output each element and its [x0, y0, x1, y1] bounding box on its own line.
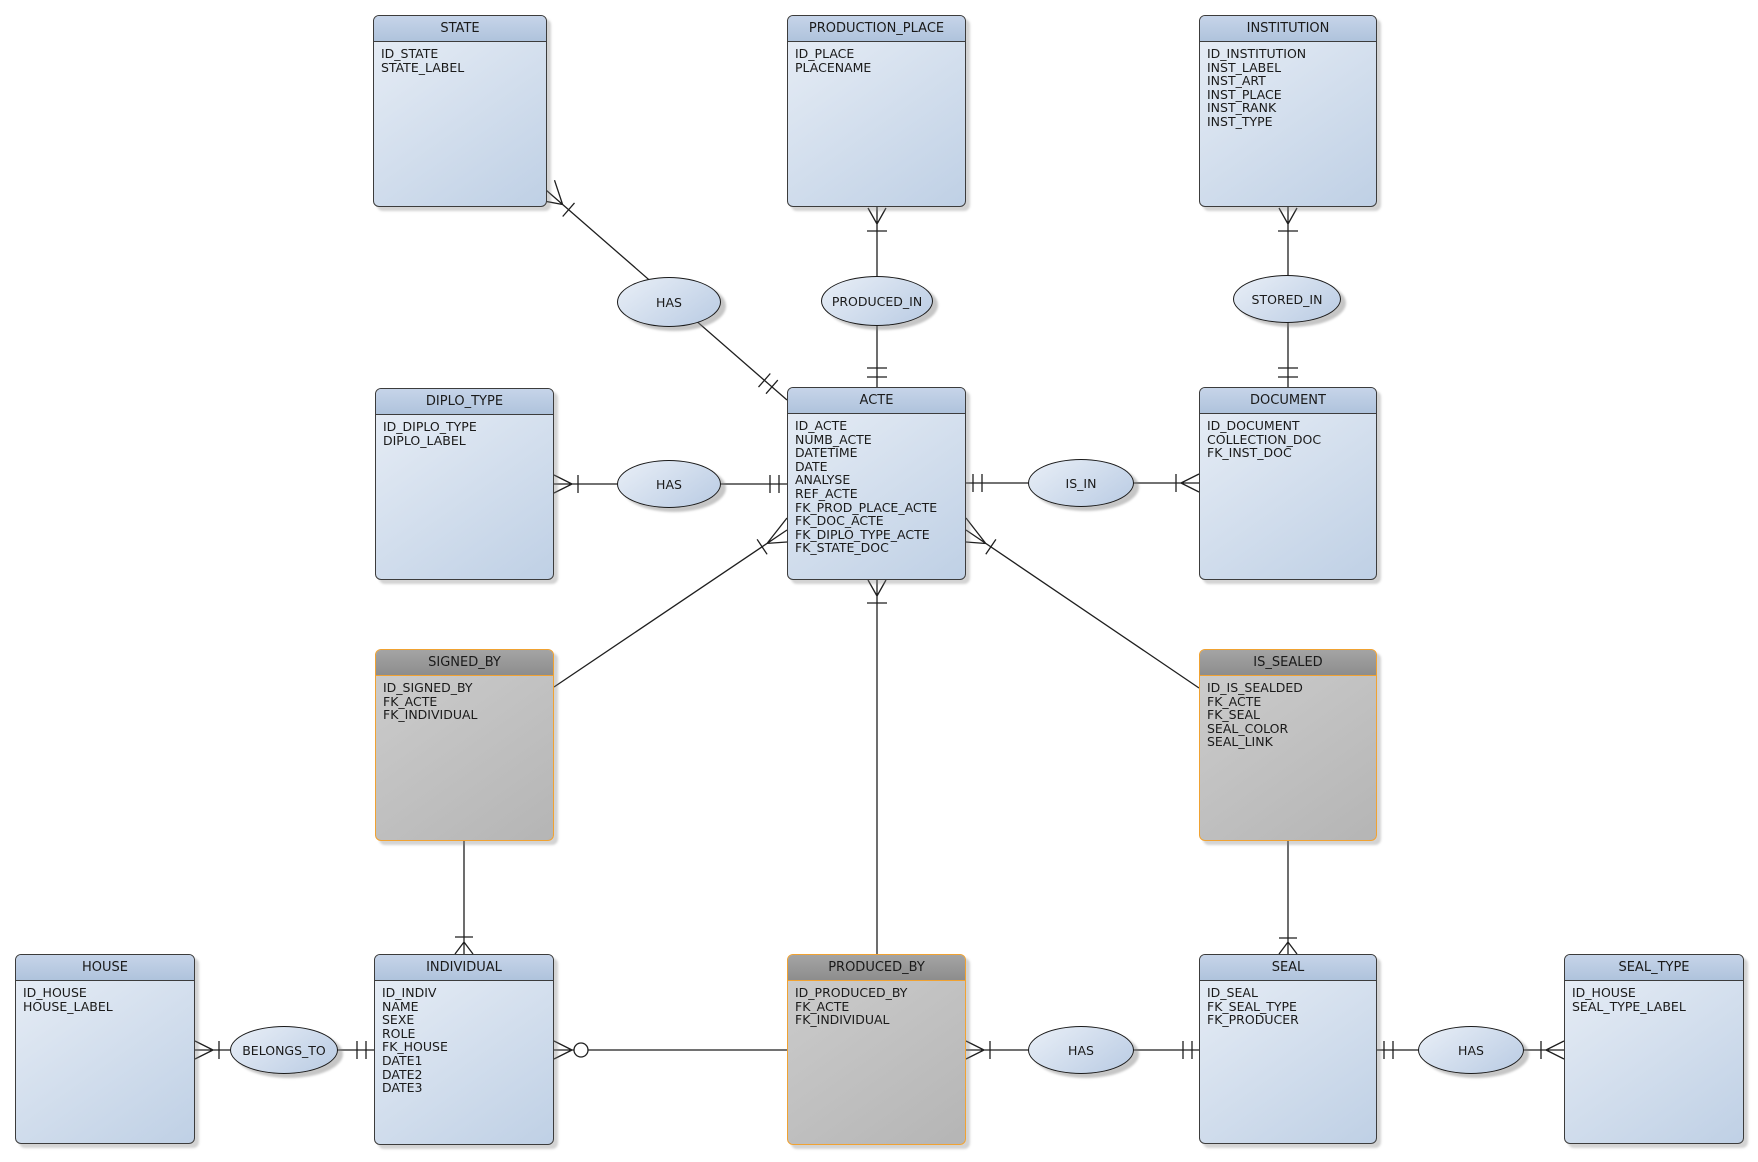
entity-individual-title: INDIVIDUAL	[375, 955, 553, 981]
relationship-label: HAS	[1458, 1042, 1484, 1058]
entity-seal-type[interactable]: SEAL_TYPE ID_HOUSE SEAL_TYPE_LABEL	[1564, 954, 1744, 1144]
entity-institution-title: INSTITUTION	[1200, 16, 1376, 42]
relationship-label: PRODUCED_IN	[831, 293, 923, 309]
relationship-stored-in[interactable]: STORED_IN	[1233, 275, 1341, 323]
connector-acte-signedby[interactable]	[553, 517, 788, 688]
relationship-has-seal-sealtype[interactable]: HAS	[1418, 1026, 1524, 1074]
optional-circle-individual	[573, 1042, 589, 1058]
relationship-label: HAS	[1068, 1042, 1094, 1058]
entity-diplo-type-title: DIPLO_TYPE	[376, 389, 553, 415]
entity-document-fields: ID_DOCUMENT COLLECTION_DOC FK_INST_DOC	[1207, 418, 1322, 461]
entity-seal-fields: ID_SEAL FK_SEAL_TYPE FK_PRODUCER	[1207, 985, 1299, 1028]
connector-issealed-seal[interactable]	[1278, 841, 1298, 955]
entity-acte-title: ACTE	[788, 388, 965, 414]
entity-diplo-type-fields: ID_DIPLO_TYPE DIPLO_LABEL	[383, 419, 477, 448]
entity-seal-type-title: SEAL_TYPE	[1565, 955, 1743, 981]
relationship-label: STORED_IN	[1251, 291, 1323, 307]
entity-house[interactable]: HOUSE ID_HOUSE HOUSE_LABEL	[15, 954, 195, 1144]
entity-production-place-fields: ID_PLACE PLACENAME	[795, 46, 872, 75]
entity-document-title: DOCUMENT	[1200, 388, 1376, 414]
relationship-has-state-acte[interactable]: HAS	[617, 277, 721, 327]
entity-state[interactable]: STATE ID_STATE STATE_LABEL	[373, 15, 547, 207]
entity-house-fields: ID_HOUSE HOUSE_LABEL	[23, 985, 113, 1014]
entity-institution[interactable]: INSTITUTION ID_INSTITUTION INST_LABEL IN…	[1199, 15, 1377, 207]
relationship-label: HAS	[656, 294, 682, 310]
entity-signed-by-title: SIGNED_BY	[376, 650, 553, 676]
entity-state-title: STATE	[374, 16, 546, 42]
relationship-label: BELONGS_TO	[242, 1042, 326, 1058]
relationship-label: IS_IN	[1065, 475, 1097, 491]
relationship-label: HAS	[656, 476, 682, 492]
relationship-is-in[interactable]: IS_IN	[1028, 459, 1134, 507]
relationship-has-producedby-seal[interactable]: HAS	[1028, 1026, 1134, 1074]
entity-state-fields: ID_STATE STATE_LABEL	[381, 46, 465, 75]
entity-signed-by[interactable]: SIGNED_BY ID_SIGNED_BY FK_ACTE FK_INDIVI…	[375, 649, 554, 841]
entity-individual[interactable]: INDIVIDUAL ID_INDIV NAME SEXE ROLE FK_HO…	[374, 954, 554, 1145]
entity-produced-by-title: PRODUCED_BY	[788, 955, 965, 981]
relationship-belongs-to[interactable]: BELONGS_TO	[230, 1026, 338, 1074]
entity-is-sealed-title: IS_SEALED	[1200, 650, 1376, 676]
entity-production-place-title: PRODUCTION_PLACE	[788, 16, 965, 42]
relationship-produced-in[interactable]: PRODUCED_IN	[821, 276, 933, 326]
entity-individual-fields: ID_INDIV NAME SEXE ROLE FK_HOUSE DATE1 D…	[382, 985, 448, 1096]
entity-document[interactable]: DOCUMENT ID_DOCUMENT COLLECTION_DOC FK_I…	[1199, 387, 1377, 580]
entity-produced-by-fields: ID_PRODUCED_BY FK_ACTE FK_INDIVIDUAL	[795, 985, 908, 1028]
entity-diplo-type[interactable]: DIPLO_TYPE ID_DIPLO_TYPE DIPLO_LABEL	[375, 388, 554, 580]
entity-acte[interactable]: ACTE ID_ACTE NUMB_ACTE DATETIME DATE ANA…	[787, 387, 966, 580]
entity-seal[interactable]: SEAL ID_SEAL FK_SEAL_TYPE FK_PRODUCER	[1199, 954, 1377, 1144]
relationship-has-diplotype-acte[interactable]: HAS	[617, 460, 721, 508]
entity-is-sealed[interactable]: IS_SEALED ID_IS_SEALDED FK_ACTE FK_SEAL …	[1199, 649, 1377, 841]
entity-house-title: HOUSE	[16, 955, 194, 981]
connector-acte-producedby[interactable]	[867, 579, 887, 954]
connector-individual-producedby[interactable]	[553, 1040, 787, 1060]
entity-seal-title: SEAL	[1200, 955, 1376, 981]
entity-produced-by[interactable]: PRODUCED_BY ID_PRODUCED_BY FK_ACTE FK_IN…	[787, 954, 966, 1145]
entity-acte-fields: ID_ACTE NUMB_ACTE DATETIME DATE ANALYSE …	[795, 418, 938, 556]
connector-acte-issealed[interactable]	[965, 517, 1200, 689]
entity-seal-type-fields: ID_HOUSE SEAL_TYPE_LABEL	[1572, 985, 1686, 1014]
entity-is-sealed-fields: ID_IS_SEALDED FK_ACTE FK_SEAL SEAL_COLOR…	[1207, 680, 1303, 750]
connector-signedby-individual[interactable]	[454, 841, 474, 955]
entity-signed-by-fields: ID_SIGNED_BY FK_ACTE FK_INDIVIDUAL	[383, 680, 478, 723]
entity-production-place[interactable]: PRODUCTION_PLACE ID_PLACE PLACENAME	[787, 15, 966, 207]
entity-institution-fields: ID_INSTITUTION INST_LABEL INST_ART INST_…	[1207, 46, 1307, 129]
